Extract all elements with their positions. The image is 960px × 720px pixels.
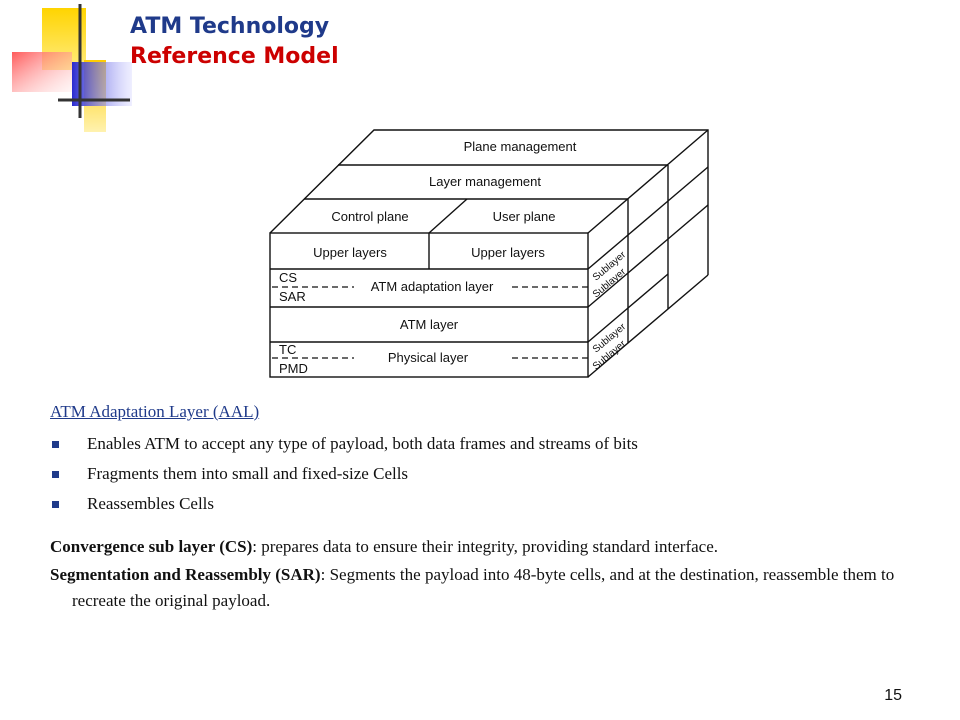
- plane-management-label: Plane management: [464, 139, 577, 154]
- atm-adaptation-layer-label: ATM adaptation layer: [371, 279, 494, 294]
- user-plane-label: User plane: [493, 209, 556, 224]
- atm-reference-model-diagram: Plane management Layer management Contro…: [262, 125, 714, 383]
- bullet-item: Enables ATM to accept any type of payloa…: [50, 432, 930, 456]
- cs-label: CS: [279, 270, 297, 285]
- bullet-list: Enables ATM to accept any type of payloa…: [50, 432, 930, 516]
- physical-layer-label: Physical layer: [388, 350, 469, 365]
- sar-label: SAR: [279, 289, 306, 304]
- bullet-square-icon: [52, 501, 59, 508]
- bullet-square-icon: [52, 471, 59, 478]
- title-line-1: ATM Technology: [130, 14, 330, 39]
- layer-management-label: Layer management: [429, 174, 541, 189]
- page-number: 15: [884, 687, 902, 704]
- title-line-2: Reference Model: [130, 44, 339, 69]
- pmd-label: PMD: [279, 361, 308, 376]
- slide-title: ATM Technology Reference Model: [130, 12, 339, 72]
- definition-sar: Segmentation and Reassembly (SAR): Segme…: [50, 562, 930, 614]
- definition-list: Convergence sub layer (CS): prepares dat…: [50, 534, 930, 614]
- bullet-item: Reassembles Cells: [50, 492, 930, 516]
- aal-heading: ATM Adaptation Layer (AAL): [50, 402, 260, 421]
- definition-cs: Convergence sub layer (CS): prepares dat…: [50, 534, 930, 560]
- definition-term: Segmentation and Reassembly (SAR): [50, 565, 321, 584]
- slide-body: ATM Adaptation Layer (AAL) Enables ATM t…: [50, 400, 930, 616]
- definition-text: : Segments the payload into 48-byte cell…: [72, 565, 895, 610]
- bullet-item: Fragments them into small and fixed-size…: [50, 462, 930, 486]
- bullet-square-icon: [52, 441, 59, 448]
- definition-term: Convergence sub layer (CS): [50, 537, 253, 556]
- tc-label: TC: [279, 342, 296, 357]
- decorative-logo: [12, 4, 132, 132]
- bullet-text: Fragments them into small and fixed-size…: [87, 464, 409, 483]
- control-plane-label: Control plane: [331, 209, 408, 224]
- atm-layer-label: ATM layer: [400, 317, 459, 332]
- bullet-text: Reassembles Cells: [87, 494, 215, 513]
- definition-text: : prepares data to ensure their integrit…: [252, 537, 718, 556]
- upper-layers-left-label: Upper layers: [313, 245, 387, 260]
- upper-layers-right-label: Upper layers: [471, 245, 545, 260]
- bullet-text: Enables ATM to accept any type of payloa…: [87, 434, 638, 453]
